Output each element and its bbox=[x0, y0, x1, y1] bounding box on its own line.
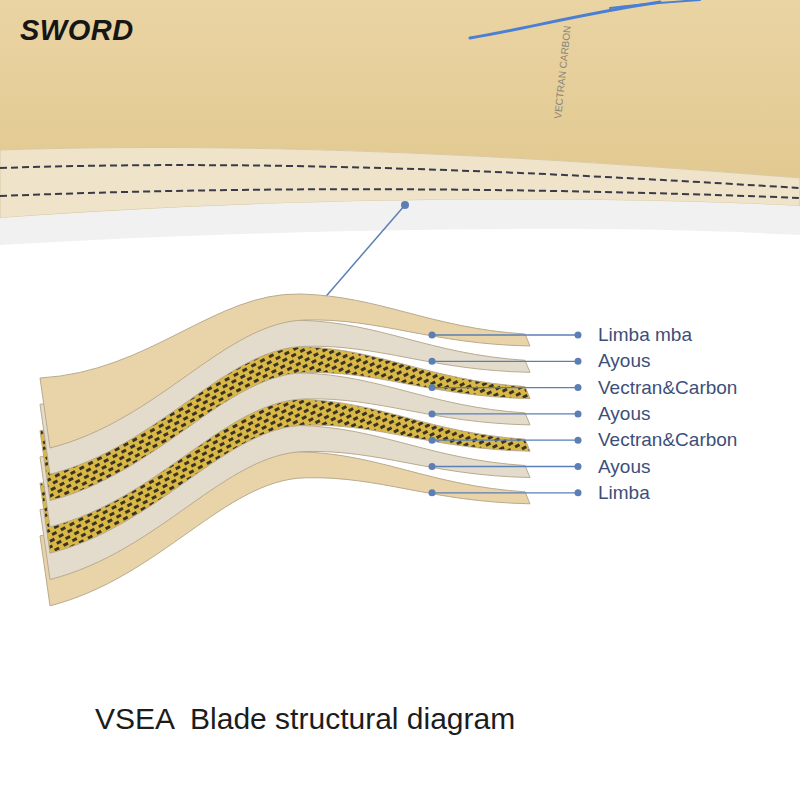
layer-label: Limba bbox=[598, 482, 650, 504]
blade-shadow bbox=[0, 200, 800, 245]
layer-label: Ayous bbox=[598, 456, 650, 478]
leader-dot bbox=[575, 489, 582, 496]
layer-label: Ayous bbox=[598, 350, 650, 372]
leader-line bbox=[432, 361, 578, 362]
carbon-line bbox=[0, 165, 800, 188]
caption: VSEA Blade structural diagram bbox=[95, 702, 515, 737]
layer-label: Vectran&Carbon bbox=[598, 429, 737, 451]
leader-line bbox=[432, 387, 578, 388]
leader-line bbox=[432, 334, 578, 335]
leader-dot bbox=[575, 358, 582, 365]
leader-line bbox=[432, 413, 578, 414]
leader-line bbox=[432, 492, 578, 493]
carbon-line bbox=[0, 189, 800, 198]
leader-line bbox=[432, 440, 578, 441]
leader-dot bbox=[429, 358, 436, 365]
pointer-dot bbox=[401, 201, 409, 209]
leader-dot bbox=[575, 384, 582, 391]
layer-label: Ayous bbox=[598, 403, 650, 425]
layer-label: Limba mba bbox=[598, 324, 692, 346]
leader-dot bbox=[429, 384, 436, 391]
leader-dot bbox=[429, 437, 436, 444]
leader-dot bbox=[429, 410, 436, 417]
leader-dot bbox=[575, 463, 582, 470]
leader-dot bbox=[575, 410, 582, 417]
leader-dot bbox=[575, 332, 582, 339]
brand-logo: SWORD bbox=[20, 14, 134, 47]
leader-dot bbox=[429, 463, 436, 470]
leader-dot bbox=[575, 437, 582, 444]
leader-line bbox=[432, 466, 578, 467]
wood-layer bbox=[40, 294, 530, 448]
layer-label: Vectran&Carbon bbox=[598, 377, 737, 399]
leader-dot bbox=[429, 332, 436, 339]
blue-swoosh bbox=[610, 0, 700, 8]
leader-dot bbox=[429, 489, 436, 496]
